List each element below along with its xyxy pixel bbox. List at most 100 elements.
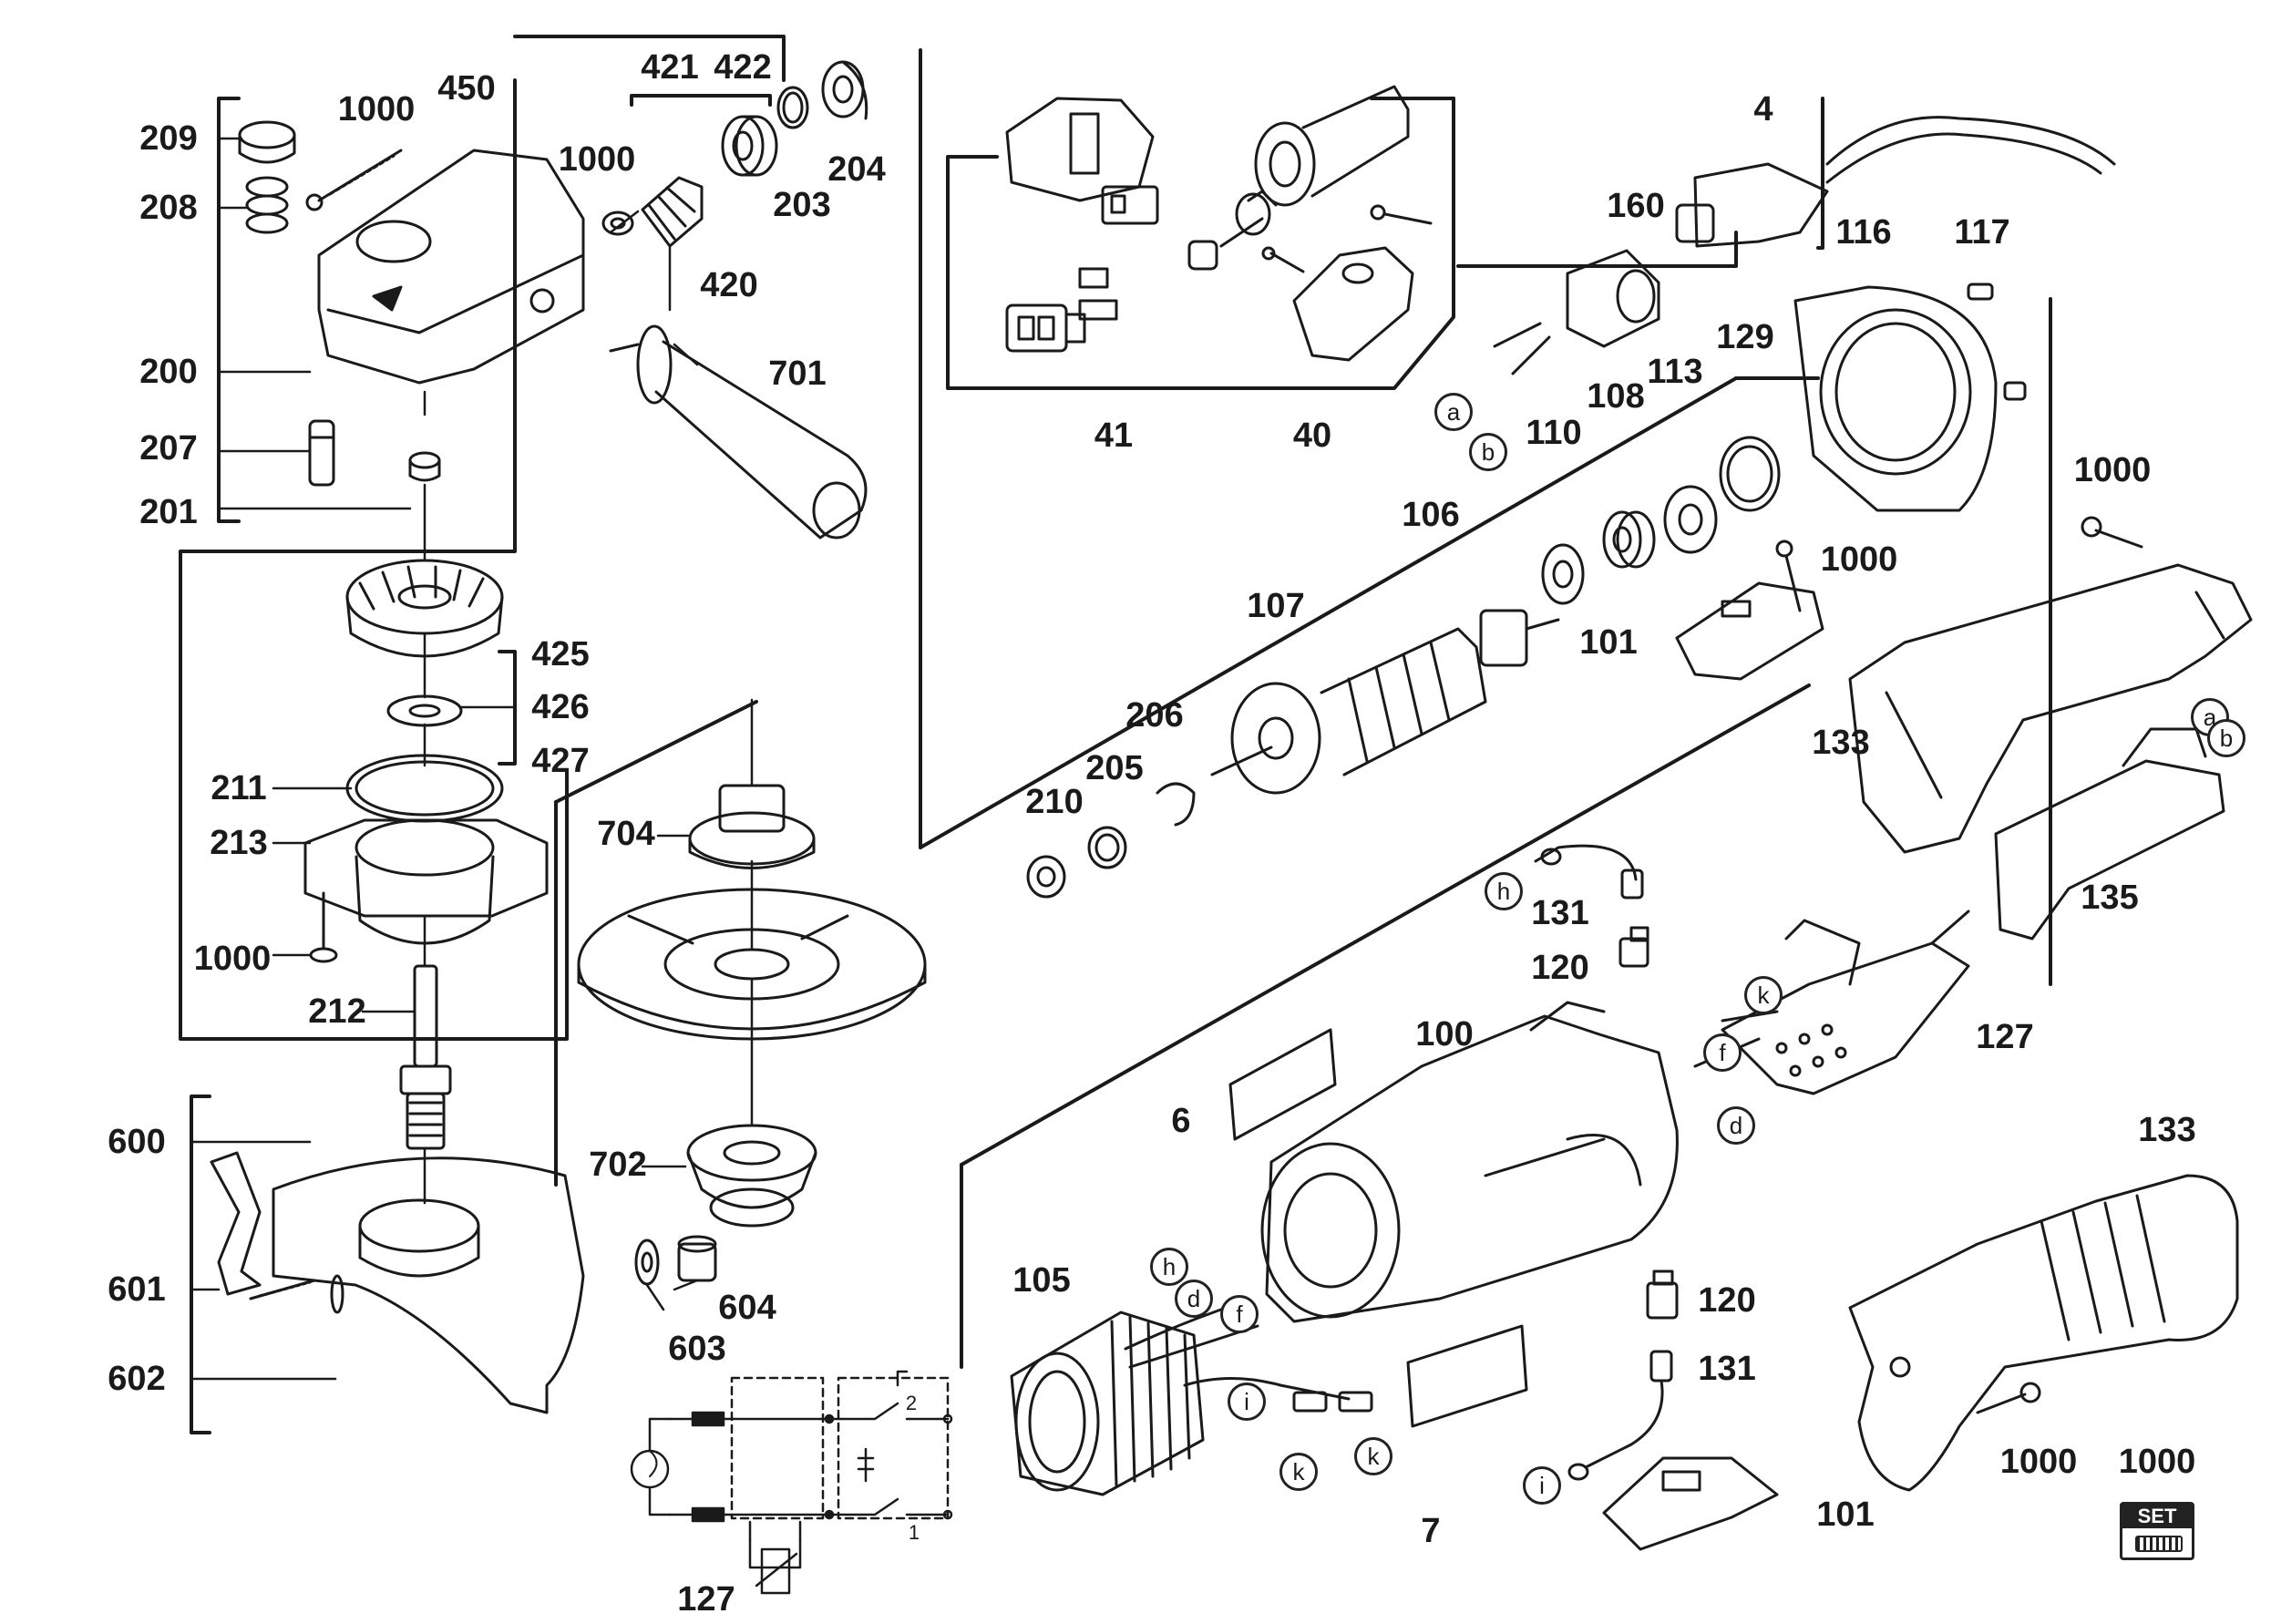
wire-marker: i [1523,1466,1561,1505]
part-screw-sw [1261,246,1305,273]
part-number-label: 702 [589,1146,647,1184]
wire-marker: k [1744,976,1783,1014]
part-704-flange-nut [688,784,816,869]
wire-marker: d [1717,1106,1755,1145]
part-207-pin [308,419,335,487]
part-133-handle-upper [1848,563,2253,854]
part-160-suppressor [1493,249,1660,375]
part-1000-screw-handle [2081,516,2143,549]
part-number-label: 127 [677,1580,735,1619]
part-129-bearing-ring [1719,436,1781,512]
part-number-label: 205 [1085,749,1144,787]
part-number-label: 133 [2138,1111,2196,1149]
part-426-washer [386,694,463,727]
part-number-label: 602 [108,1360,166,1398]
part-number-label: 211 [211,769,267,807]
part-number-label: 6 [1171,1102,1191,1140]
part-number-label: 41 [1094,416,1134,455]
part-105-field-coil [1010,1301,1373,1496]
part-107-armature [1210,609,1560,795]
part-number-label: 1000 [337,90,416,128]
part-number-label: 603 [668,1330,726,1368]
part-number-label: 601 [108,1270,166,1309]
part-602-bolt [249,1274,344,1314]
part-number-label: 101 [1579,623,1638,662]
wire-marker: f [1703,1033,1742,1072]
schematic-terminal-label: 2 [905,1392,918,1414]
part-number-label: 200 [139,353,198,391]
part-number-label: 131 [1531,894,1589,932]
wire-marker: i [1228,1382,1266,1421]
part-number-label: 1000 [1999,1443,2078,1481]
part-number-label: 203 [773,186,831,224]
part-number-label: 422 [714,48,772,87]
part-number-label: 213 [210,824,268,862]
set-badge-text: SET [2122,1505,2192,1528]
part-screw-cap [1370,204,1433,225]
part-number-label: 1000 [193,940,272,978]
part-number-label: 1000 [2118,1443,2196,1481]
wire-marker: d [1175,1280,1213,1318]
part-number-label: 108 [1587,377,1645,416]
part-number-label: 107 [1247,587,1305,625]
part-number-label: 604 [718,1289,776,1327]
part-135-switch-block [1994,727,2225,940]
part-131-cable-lower [1567,1350,1673,1481]
part-number-label: 210 [1025,783,1084,821]
wiring-schematic [630,1370,953,1595]
part-number-label: 1000 [2073,451,2152,489]
part-100-motor-housing [1260,1001,1679,1323]
part-number-label: 600 [108,1123,166,1161]
part-422-bearing [721,115,778,177]
part-702-back-flange [686,1124,817,1228]
part-210-nut [1026,855,1066,899]
wire-marker: k [1354,1437,1392,1475]
part-number-label: 40 [1292,416,1332,455]
part-number-label: 704 [597,815,655,853]
part-number-label: 110 [1526,414,1582,452]
part-number-label: 212 [308,992,366,1031]
part-41-switch [1101,185,1159,225]
part-120-connector-lower [1646,1269,1679,1320]
part-601-lever [210,1151,262,1296]
part-133-handle-lower [1848,1174,2239,1492]
part-number-label: 1000 [558,140,636,179]
wire-marker: h [1150,1248,1188,1286]
part-212-spindle [399,964,452,1150]
part-number-label: 120 [1531,949,1589,987]
part-200-gear-housing [317,149,585,385]
part-120-connector-upper [1618,926,1649,968]
part-number-label: 1000 [1820,540,1898,579]
part-number-label: 117 [1954,213,2010,252]
screw-icon [2135,1536,2183,1552]
part-number-label: 4 [1753,90,1773,128]
wire-marker: k [1279,1453,1318,1491]
part-number-label: 101 [1816,1496,1875,1534]
part-208-spring [245,176,289,234]
part-1000-nut-small [601,211,634,236]
part-number-label: 106 [1402,496,1460,534]
part-131-cable-upper [1534,844,1644,899]
schematic-terminal-label: 1 [908,1521,920,1544]
leader-lines [190,137,754,1381]
part-number-label: 113 [1647,353,1703,391]
part-209-cap [238,120,296,164]
part-1000-screw-lower-handle [1976,1382,2041,1414]
part-number-label: 427 [531,742,590,780]
part-cable-guard [1187,217,1264,271]
part-number-label: 209 [139,119,198,158]
part-number-label: 701 [768,355,827,393]
part-101-cover-lower [1602,1456,1779,1551]
part-number-label: 129 [1716,318,1774,356]
part-number-label: 201 [139,493,198,531]
part-603-washer [634,1239,660,1286]
part-201-bushing [408,451,441,482]
part-number-label: 425 [531,635,590,673]
wire-marker: f [1220,1295,1259,1333]
part-600-guard [272,1156,585,1414]
part-421-pinion [641,176,704,248]
part-205-washer [1087,826,1127,869]
part-number-label: 420 [700,266,758,304]
